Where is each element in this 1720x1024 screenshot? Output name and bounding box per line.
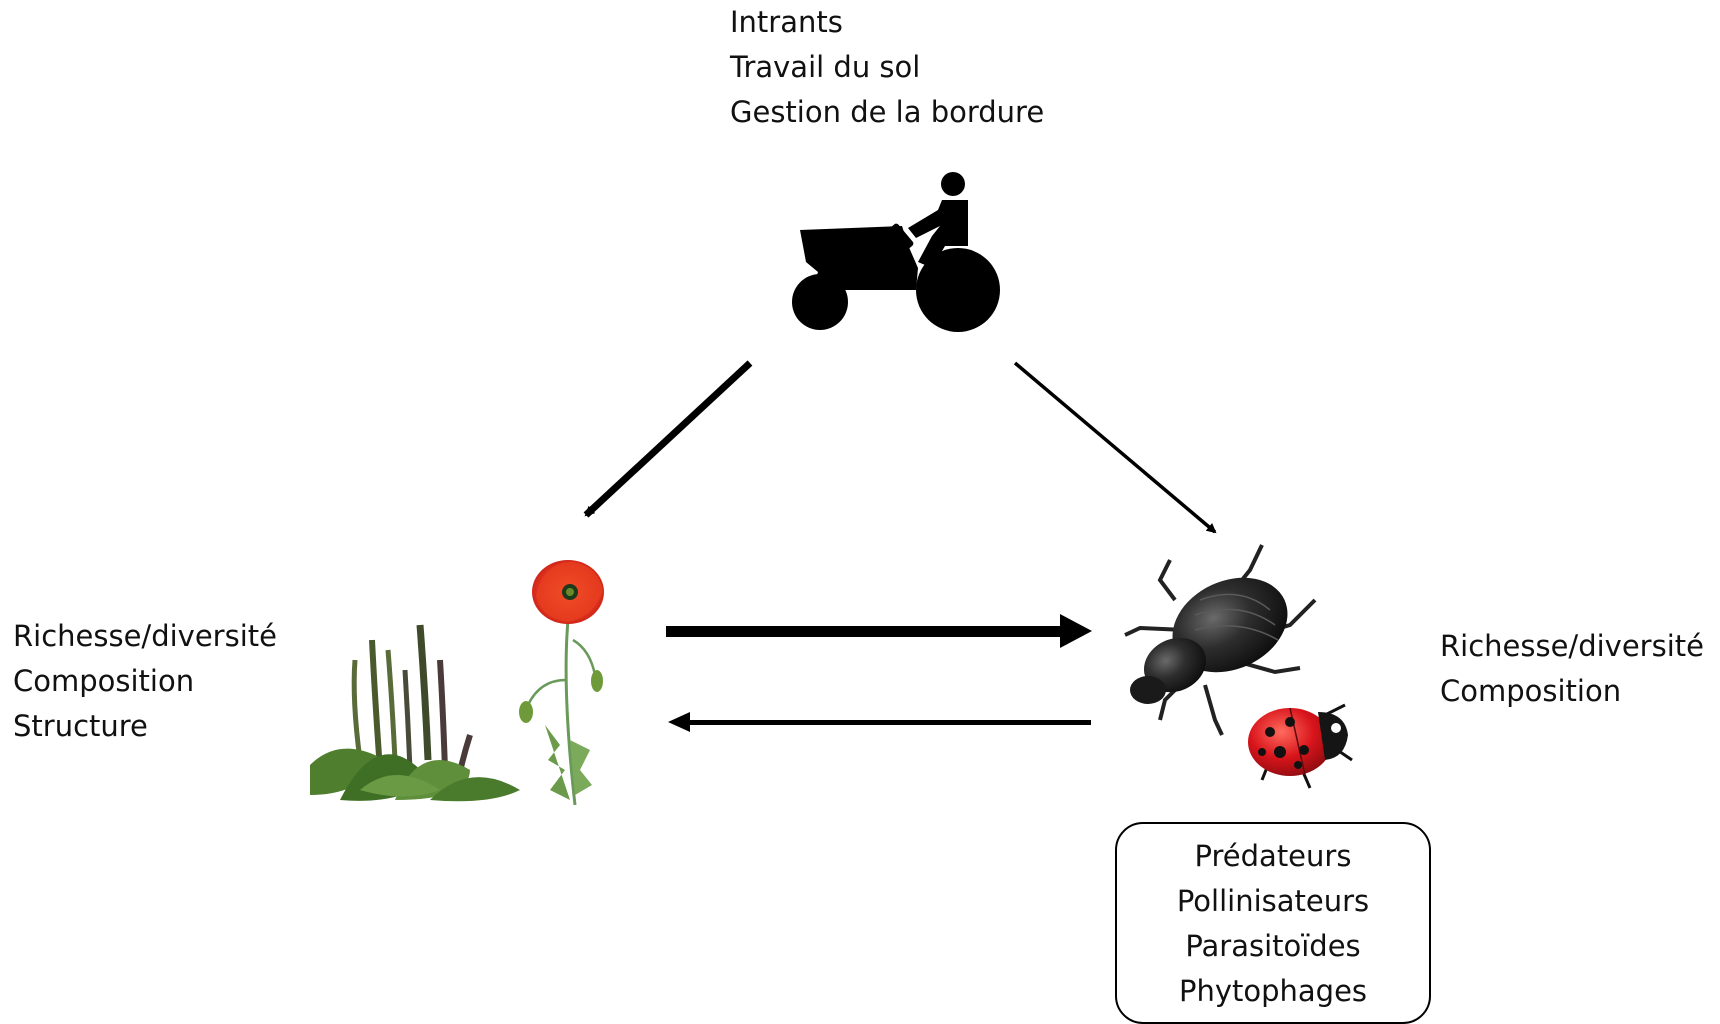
tractor-icon — [792, 172, 1000, 332]
functional-group: Phytophages — [1178, 974, 1368, 1008]
management-item: Gestion de la bordure — [730, 95, 1045, 129]
beetle-illustration — [1124, 544, 1317, 736]
arthropod-attributes: Richesse/diversité Composition — [1440, 624, 1704, 714]
plant-attributes: Richesse/diversité Composition Structure — [13, 614, 277, 749]
management-factors: Intrants Travail du sol Gestion de la bo… — [730, 0, 1044, 135]
plants-illustration — [310, 560, 604, 806]
arrow-management-to-arthropods — [1013, 361, 1217, 534]
management-item: Intrants — [730, 5, 843, 39]
plant-attribute: Richesse/diversité — [13, 619, 277, 653]
arrow-arthropods-to-plants — [668, 712, 1091, 732]
functional-groups-box: Prédateurs Pollinisateurs Parasitoïdes P… — [1115, 822, 1431, 1024]
arthropod-attribute: Composition — [1440, 674, 1622, 708]
plant-attribute: Composition — [13, 664, 195, 698]
arrow-management-to-plants — [583, 360, 753, 518]
plant-attribute: Structure — [13, 709, 148, 743]
functional-group: Parasitoïdes — [1185, 929, 1361, 963]
functional-group: Prédateurs — [1194, 839, 1352, 873]
arrow-plants-to-arthropods — [666, 614, 1092, 648]
arthropod-attribute: Richesse/diversité — [1440, 629, 1704, 663]
management-item: Travail du sol — [730, 50, 921, 84]
ladybug-illustration — [1248, 703, 1353, 789]
functional-group: Pollinisateurs — [1176, 884, 1370, 918]
